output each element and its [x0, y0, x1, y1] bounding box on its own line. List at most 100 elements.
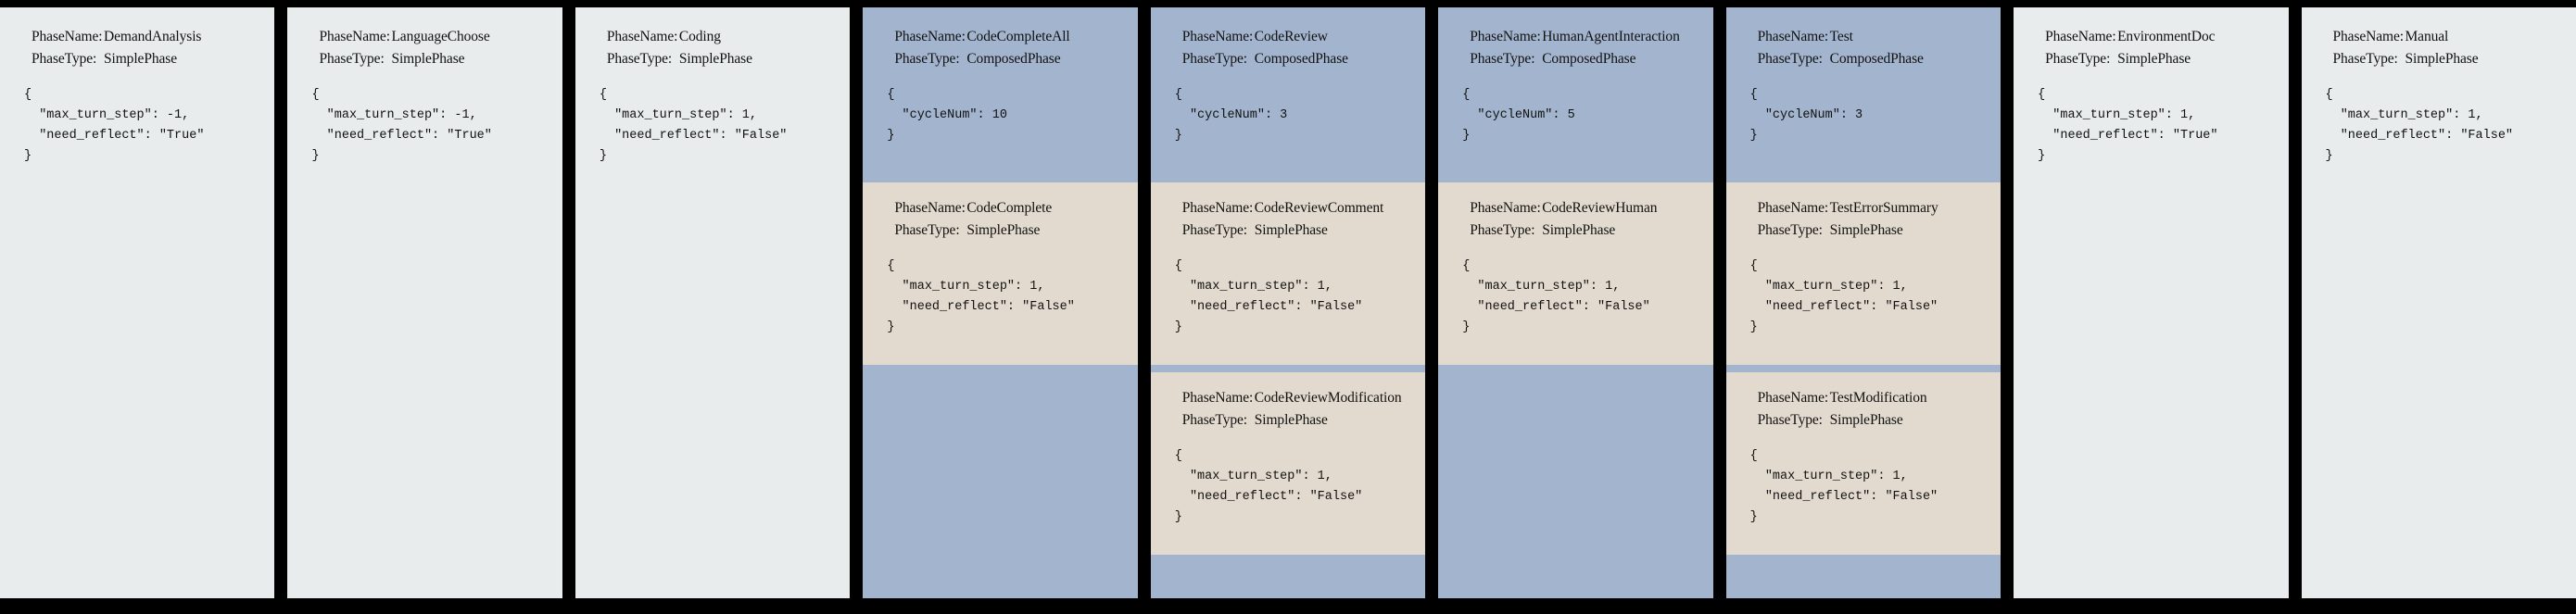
phase-type-label: PhaseType: — [319, 51, 385, 68]
phase-name-label: PhaseName: — [1470, 29, 1541, 44]
phase-name-value: LanguageChoose — [391, 29, 490, 44]
phase-name-label: PhaseName: — [606, 29, 678, 44]
meta-row: PhaseName:Test — [1758, 26, 1991, 48]
phase-name-label: PhaseName: — [1470, 200, 1541, 217]
meta-row: PhaseName:TestModification — [1758, 387, 1991, 409]
phase-type-value: SimplePhase — [966, 222, 1041, 239]
phase-type-label: PhaseType: — [32, 51, 97, 68]
phase-type-value: SimplePhase — [391, 51, 465, 68]
phase-type-value: SimplePhase — [1829, 222, 1903, 239]
meta-row: PhaseName:DemandAnalysis — [32, 26, 265, 48]
meta-row: PhaseName:HumanAgentInteraction — [1470, 26, 1703, 48]
phase-name-label: PhaseName: — [1757, 200, 1829, 217]
phase-name-label: PhaseName: — [319, 29, 390, 44]
composed-phase-footer-band — [1726, 555, 2001, 566]
phase-name-value: HumanAgentInteraction — [1542, 29, 1680, 44]
phase-type-label: PhaseType: — [1181, 412, 1247, 429]
phase-name-value: CodeReviewHuman — [1542, 200, 1658, 217]
sub-phase-json-config: { "max_turn_step": 1, "need_reflect": "F… — [887, 259, 1075, 334]
meta-row: PhaseType: SimplePhase — [1758, 219, 1991, 242]
phase-type-label: PhaseType: — [606, 51, 673, 68]
phase-type-value: ComposedPhase — [966, 51, 1061, 68]
meta-row: PhaseType:SimplePhase — [1182, 219, 1416, 242]
phase-type-label: PhaseType: — [1757, 222, 1823, 239]
meta-row: PhaseName:CodeComplete — [894, 197, 1128, 219]
phase-name-value: CodeReviewModification — [1254, 390, 1402, 407]
phase-name-value: EnvironmentDoc — [2117, 29, 2216, 44]
sub-phase-json-config: { "max_turn_step": 1, "need_reflect": "F… — [1749, 259, 1938, 334]
meta-row: PhaseName:Coding — [607, 26, 840, 48]
phase-json-config: { "cycleNum": 5 } — [1462, 88, 1575, 143]
phase-name-value: CodeReview — [1254, 29, 1328, 44]
phase-type-label: PhaseType: — [1757, 51, 1823, 68]
phase-type-label: PhaseType: — [894, 51, 960, 68]
meta-row: PhaseType:SimplePhase — [607, 48, 840, 70]
meta-row: PhaseName:CodeReview — [1182, 26, 1416, 48]
phase-json-config: { "cycleNum": 3 } — [1174, 88, 1288, 143]
meta-row: PhaseType:SimplePhase — [1758, 409, 1991, 432]
phase-name-label: PhaseName: — [1181, 390, 1254, 407]
phase-type-label: PhaseType: — [1181, 222, 1247, 239]
meta-row: PhaseName:CodeCompleteAll — [894, 26, 1128, 48]
phase-type-value: ComposedPhase — [1829, 51, 1924, 68]
phase-name-value: CodeCompleteAll — [966, 29, 1070, 44]
phase-type-label: PhaseType: — [2045, 51, 2111, 68]
meta-row: PhaseType: SimplePhase — [319, 48, 552, 70]
phase-name-value: TestModification — [1829, 390, 1927, 407]
phase-name-value: CodeReviewComment — [1254, 200, 1384, 217]
phase-json-config: { "cycleNum": 3 } — [1749, 88, 1863, 143]
meta-row: PhaseName:Manual — [2333, 26, 2567, 48]
sub-phase-json-config: { "max_turn_step": 1, "need_reflect": "F… — [1174, 449, 1363, 524]
meta-row: PhaseName:CodeReviewModification — [1182, 387, 1416, 409]
meta-row: PhaseType: ComposedPhase — [1758, 48, 1991, 70]
phase-name-label: PhaseName: — [1181, 200, 1254, 217]
meta-row: PhaseType:SimplePhase — [894, 219, 1128, 242]
meta-row: PhaseName:CodeReviewComment — [1182, 197, 1416, 219]
meta-row: PhaseType:ComposedPhase — [1470, 48, 1703, 70]
phase-type-label: PhaseType: — [1470, 51, 1535, 68]
meta-row: PhaseName:LanguageChoose — [319, 26, 552, 48]
phase-name-value: Test — [1829, 29, 1853, 44]
phase-json-config: { "cycleNum": 10 } — [887, 88, 1007, 143]
phase-name-value: Manual — [2405, 29, 2449, 44]
phase-json-config: { "max_turn_step": 1, "need_reflect": "T… — [2038, 88, 2218, 163]
